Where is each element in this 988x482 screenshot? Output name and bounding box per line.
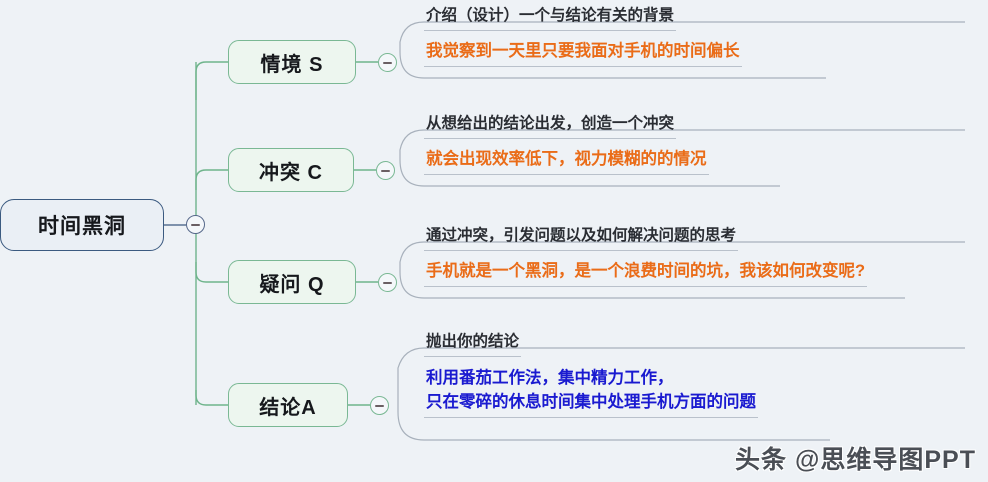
minus-icon <box>383 281 392 284</box>
branch-collapse-toggle-question[interactable] <box>378 273 397 292</box>
root-node-label: 时间黑洞 <box>38 215 126 238</box>
branch-node-label: 情境 S <box>260 53 324 76</box>
minus-icon <box>191 223 200 226</box>
branch-node-label: 结论A <box>259 396 317 419</box>
branch-node-label: 疑问 Q <box>259 273 325 296</box>
watermark: 头条 @思维导图PPT <box>735 446 976 474</box>
content-group-question: 通过冲突，引发问题以及如何解决问题的思考 手机就是一个黑洞，是一个浪费时间的坑，… <box>424 225 868 287</box>
detail-conflict: 就会出现效率低下，视力模糊的的情况 <box>424 148 709 175</box>
caption-answer: 抛出你的结论 <box>424 331 522 357</box>
branch-node-conflict[interactable]: 冲突 C <box>228 148 354 192</box>
branch-node-situation[interactable]: 情境 S <box>228 40 356 84</box>
root-collapse-toggle[interactable] <box>186 215 205 234</box>
root-node[interactable]: 时间黑洞 <box>0 199 164 251</box>
minus-icon <box>381 169 390 172</box>
caption-question: 通过冲突，引发问题以及如何解决问题的思考 <box>424 225 739 251</box>
branch-collapse-toggle-conflict[interactable] <box>376 161 395 180</box>
content-group-answer: 抛出你的结论 利用番茄工作法，集中精力工作， 只在零碎的休息时间集中处理手机方面… <box>424 331 758 418</box>
branch-collapse-toggle-situation[interactable] <box>378 53 397 72</box>
minus-icon <box>383 61 392 64</box>
detail-answer: 利用番茄工作法，集中精力工作， 只在零碎的休息时间集中处理手机方面的问题 <box>424 366 758 418</box>
caption-conflict: 从想给出的结论出发，创造一个冲突 <box>424 113 677 139</box>
branch-node-answer[interactable]: 结论A <box>228 383 348 427</box>
caption-situation: 介绍（设计）一个与结论有关的背景 <box>424 5 677 31</box>
minus-icon <box>375 404 384 407</box>
detail-question: 手机就是一个黑洞，是一个浪费时间的坑，我该如何改变呢? <box>424 260 868 287</box>
branch-collapse-toggle-answer[interactable] <box>370 396 389 415</box>
branch-node-label: 冲突 C <box>259 161 323 184</box>
content-group-situation: 介绍（设计）一个与结论有关的背景 我觉察到一天里只要我面对手机的时间偏长 <box>424 5 742 67</box>
detail-situation: 我觉察到一天里只要我面对手机的时间偏长 <box>424 40 742 67</box>
branch-node-question[interactable]: 疑问 Q <box>228 260 356 304</box>
content-group-conflict: 从想给出的结论出发，创造一个冲突 就会出现效率低下，视力模糊的的情况 <box>424 113 709 175</box>
